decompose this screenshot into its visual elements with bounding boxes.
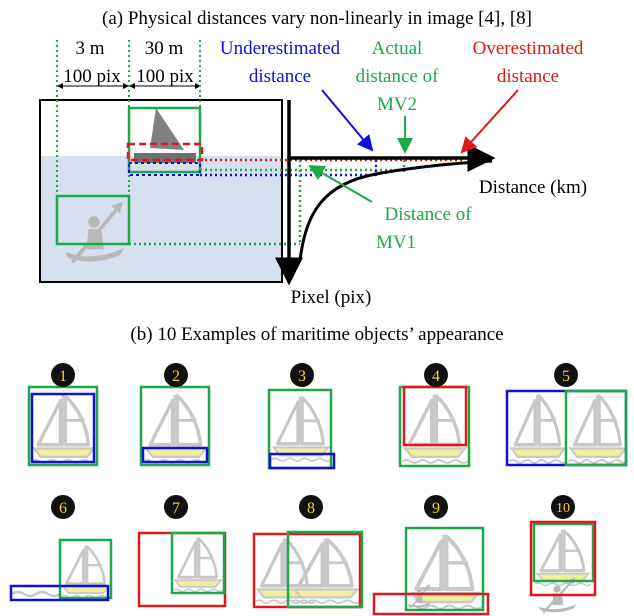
label-underestimated-2: distance bbox=[249, 66, 311, 87]
example-5 bbox=[505, 389, 630, 467]
svg-text:6: 6 bbox=[59, 500, 67, 517]
badge-6: 6 bbox=[51, 495, 75, 519]
dim-left-pixels: 100 pix bbox=[63, 66, 121, 87]
svg-text:9: 9 bbox=[432, 500, 440, 517]
badge-9: 9 bbox=[424, 495, 448, 519]
svg-text:5: 5 bbox=[562, 368, 570, 385]
label-mv1-2: MV1 bbox=[376, 232, 416, 253]
y-axis-label: Pixel (pix) bbox=[291, 287, 372, 308]
badge-8: 8 bbox=[299, 495, 323, 519]
example-8 bbox=[252, 530, 364, 609]
svg-text:8: 8 bbox=[307, 500, 315, 517]
label-actual-1: Actual bbox=[372, 38, 423, 59]
mv1-ground-truth-box bbox=[55, 194, 131, 246]
badge-3: 3 bbox=[290, 363, 314, 387]
svg-text:4: 4 bbox=[432, 368, 440, 385]
example-7 bbox=[137, 531, 227, 608]
far-vessel-sail bbox=[150, 108, 184, 150]
badge-5: 5 bbox=[554, 363, 578, 387]
panel-b-title: (b) 10 Examples of maritime objects’ app… bbox=[130, 324, 503, 345]
badge-2: 2 bbox=[164, 363, 188, 387]
panel-a-title: (a) Physical distances vary non-linearly… bbox=[102, 8, 532, 29]
label-overestimated-2: distance bbox=[497, 66, 559, 87]
label-underestimated-1: Underestimated bbox=[220, 38, 341, 59]
scene-water bbox=[40, 156, 282, 282]
dim-right-pixels: 100 pix bbox=[136, 66, 194, 87]
example-10 bbox=[529, 520, 597, 614]
label-actual-2: distance of bbox=[356, 66, 440, 87]
scene-image-frame bbox=[39, 99, 283, 283]
label-mv1-1: Distance of bbox=[384, 204, 472, 225]
x-axis-label: Distance (km) bbox=[479, 177, 587, 198]
example-4 bbox=[398, 385, 471, 468]
arrow-overestimated bbox=[460, 89, 519, 154]
dim-left-meters: 3 m bbox=[75, 38, 104, 59]
example-9 bbox=[372, 526, 490, 616]
far-vessel-hull bbox=[134, 153, 196, 163]
svg-text:10: 10 bbox=[556, 501, 570, 516]
svg-text:1: 1 bbox=[59, 368, 67, 385]
label-actual-3: MV2 bbox=[377, 94, 417, 115]
badge-10: 10 bbox=[551, 495, 575, 519]
example-2 bbox=[139, 385, 211, 467]
arrow-mv1 bbox=[308, 164, 373, 203]
svg-text:2: 2 bbox=[172, 368, 180, 385]
example-1 bbox=[27, 385, 99, 467]
badge-1: 1 bbox=[51, 363, 75, 387]
label-overestimated-1: Overestimated bbox=[473, 38, 584, 59]
svg-text:3: 3 bbox=[298, 368, 306, 385]
svg-text:7: 7 bbox=[172, 500, 180, 517]
dim-right-meters: 30 m bbox=[145, 38, 184, 59]
mv2-overestimated-box bbox=[126, 142, 204, 162]
example-6 bbox=[9, 538, 113, 602]
mv2-ground-truth-box bbox=[127, 106, 202, 174]
example-3 bbox=[267, 388, 336, 470]
badge-4: 4 bbox=[424, 363, 448, 387]
distance-curve bbox=[298, 159, 493, 261]
badge-7: 7 bbox=[164, 495, 188, 519]
arrow-underestimated bbox=[321, 89, 374, 152]
